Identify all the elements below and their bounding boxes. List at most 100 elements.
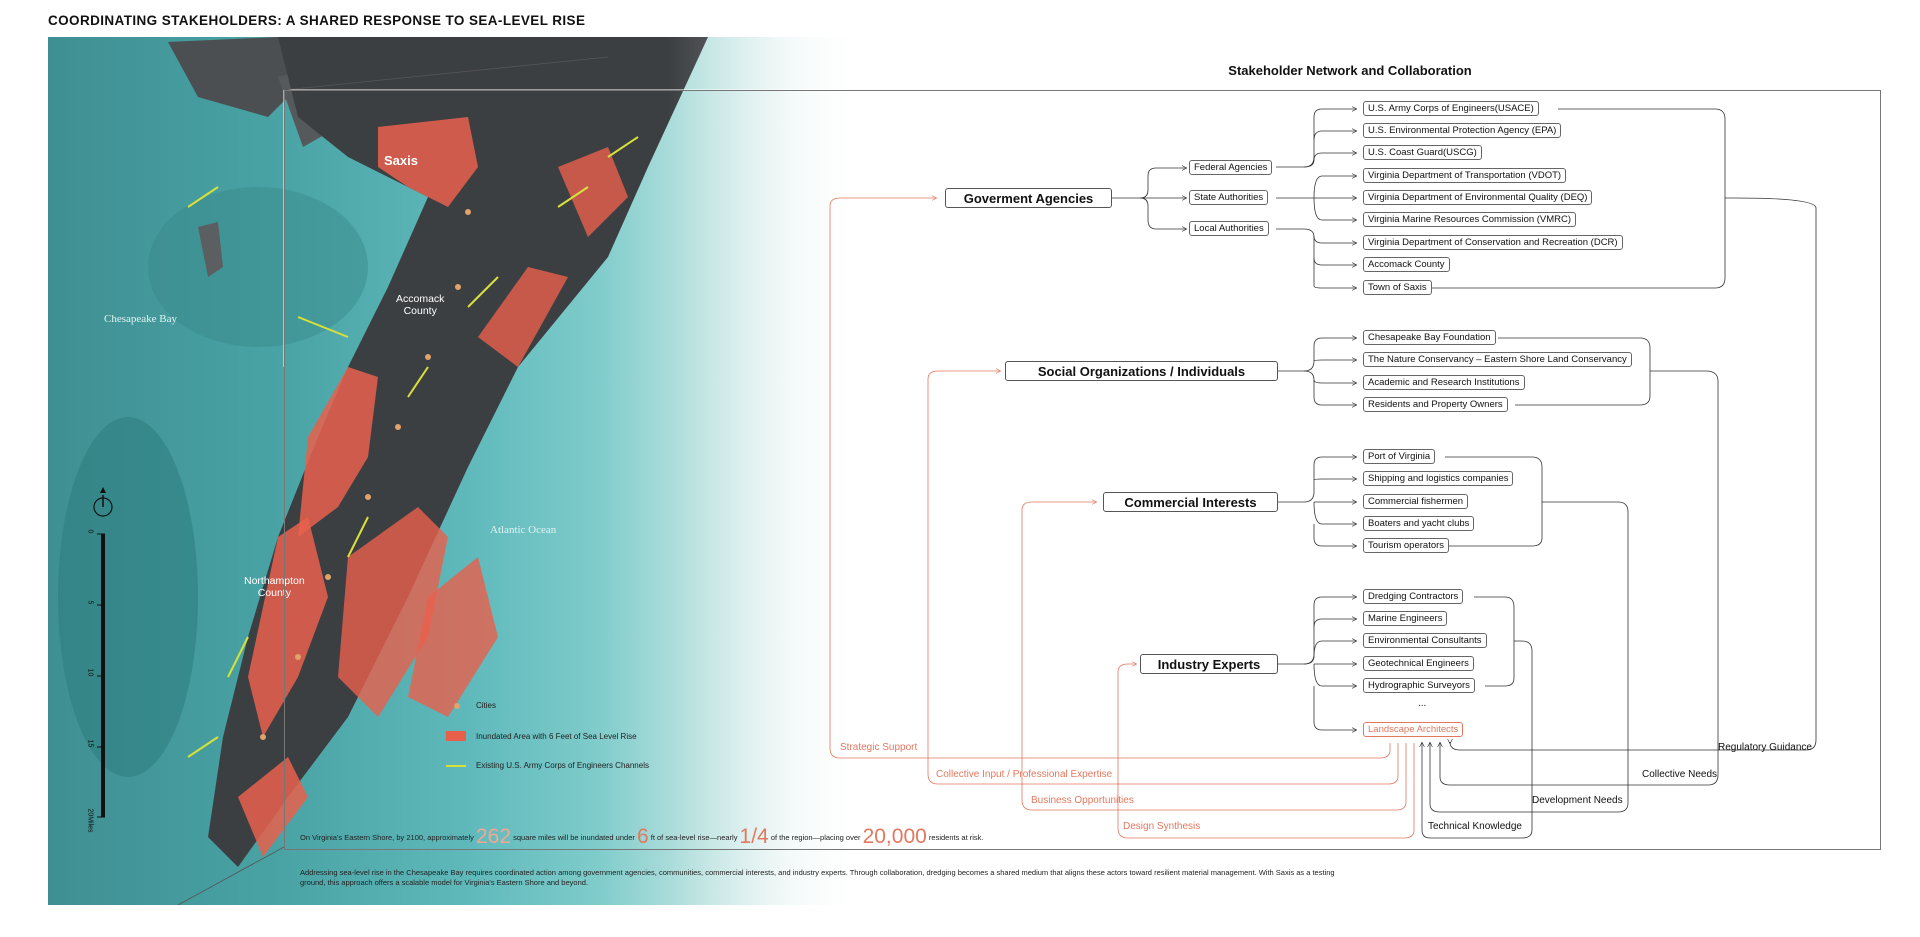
connector: [1313, 663, 1356, 686]
member-port-of-virginia[interactable]: Port of Virginia: [1363, 449, 1436, 464]
connector: [1303, 641, 1356, 665]
subgroup-local[interactable]: Local Authorities: [1189, 221, 1269, 236]
feedback-line: [829, 198, 1391, 759]
connector: [1313, 686, 1356, 730]
map-fade: [668, 37, 1048, 905]
inset-line: [177, 846, 285, 905]
stats-text: residents at risk.: [928, 833, 984, 842]
member-geotechnical-engineers[interactable]: Geotechnical Engineers: [1363, 656, 1474, 671]
member-marine-engineers[interactable]: Marine Engineers: [1363, 611, 1448, 626]
scale-bar: [97, 533, 105, 818]
connector: [1313, 380, 1356, 405]
member-hydrographic-surveyors[interactable]: Hydrographic Surveyors: [1363, 678, 1475, 693]
connector: [1278, 338, 1356, 372]
subgroup-federal[interactable]: Federal Agencies: [1189, 160, 1273, 175]
flow-business-opportunities: Business Opportunities: [1031, 795, 1134, 806]
island: [198, 222, 223, 277]
member-tourism[interactable]: Tourism operators: [1363, 538, 1450, 553]
connector: [1278, 597, 1356, 665]
legend-inundated: Inundated Area with 6 Feet of Sea Level …: [476, 732, 637, 741]
connector: [1112, 168, 1186, 199]
connector: [1276, 228, 1356, 288]
peninsula-land: [208, 37, 708, 867]
saxis-label: Saxis: [384, 153, 418, 168]
north-arrow-icon: [93, 487, 113, 517]
member-chesapeake-bay-foundation[interactable]: Chesapeake Bay Foundation: [1363, 330, 1496, 345]
inundated-area: [338, 507, 448, 717]
flow-strategic-support: Strategic Support: [840, 742, 918, 753]
legend-cities: Cities: [476, 701, 497, 710]
channel: [607, 136, 639, 158]
city-dot: [465, 209, 471, 215]
connector: [1303, 370, 1356, 383]
group-commercial[interactable]: Commercial Interests: [1103, 492, 1278, 512]
city-dot: [395, 424, 401, 430]
city-dot: [325, 574, 331, 580]
network-frame: [284, 90, 1881, 850]
connector: [1313, 176, 1356, 199]
island: [168, 37, 308, 117]
network-title: Stakeholder Network and Collaboration: [1228, 63, 1472, 78]
city-dot: [295, 654, 301, 660]
member-nature-conservancy[interactable]: The Nature Conservancy – Eastern Shore L…: [1363, 352, 1632, 367]
member-vdot[interactable]: Virginia Department of Transportation (V…: [1363, 168, 1567, 183]
member-academic-institutions[interactable]: Academic and Research Institutions: [1363, 375, 1525, 390]
group-industry[interactable]: Industry Experts: [1140, 654, 1278, 674]
inundated-area: [378, 117, 478, 207]
northampton-label: Northampton County: [244, 575, 305, 599]
connector: [1313, 197, 1356, 220]
connector: [1421, 640, 1533, 839]
channel: [407, 366, 429, 398]
connector: [1498, 337, 1651, 406]
inundated-area: [408, 557, 498, 717]
connector: [1449, 197, 1817, 751]
member-landscape-architects[interactable]: Landscape Architects: [1363, 722, 1464, 737]
sea-level-map: Saxis Accomack County Northampton County…: [48, 37, 1048, 905]
member-epa[interactable]: U.S. Environmental Protection Agency (EP…: [1363, 123, 1562, 138]
city-dot: [455, 284, 461, 290]
member-environmental-consultants[interactable]: Environmental Consultants: [1363, 633, 1487, 648]
legend-channel-icon: [446, 765, 466, 767]
member-boaters[interactable]: Boaters and yacht clubs: [1363, 516, 1475, 531]
page-title: COORDINATING STAKEHOLDERS: A SHARED RESP…: [48, 13, 586, 28]
channel: [227, 636, 249, 678]
group-social[interactable]: Social Organizations / Individuals: [1005, 361, 1278, 381]
member-commercial-fishermen[interactable]: Commercial fishermen: [1363, 494, 1469, 509]
city-dot: [365, 494, 371, 500]
member-usace[interactable]: U.S. Army Corps of Engineers(USACE): [1363, 101, 1539, 116]
feedback-line: [1021, 502, 1407, 811]
corps-channels: [187, 136, 639, 758]
member-vmrc[interactable]: Virginia Marine Resources Commission (VM…: [1363, 212, 1577, 227]
member-accomack-county[interactable]: Accomack County: [1363, 257, 1450, 272]
member-town-of-saxis[interactable]: Town of Saxis: [1363, 280, 1432, 295]
flow-design-synthesis: Design Synthesis: [1123, 821, 1201, 832]
city-dot: [260, 734, 266, 740]
channel: [467, 276, 499, 308]
flow-development-needs: Development Needs: [1532, 795, 1623, 806]
stats-text: square miles will be inundated under: [513, 833, 635, 842]
stats-text: On Virginia's Eastern Shore, by 2100, ap…: [300, 833, 474, 842]
member-deq[interactable]: Virginia Department of Environmental Qua…: [1363, 190, 1593, 205]
flow-collective-input: Collective Input / Professional Expertis…: [936, 769, 1113, 780]
subgroup-state[interactable]: State Authorities: [1189, 190, 1269, 205]
flow-regulatory-guidance: Regulatory Guidance: [1718, 742, 1812, 753]
inundation-stats: On Virginia's Eastern Shore, by 2100, ap…: [300, 825, 984, 849]
member-shipping-companies[interactable]: Shipping and logistics companies: [1363, 471, 1514, 486]
group-government[interactable]: Goverment Agencies: [945, 188, 1112, 208]
connector: [1303, 153, 1356, 168]
connector: [1313, 257, 1356, 265]
member-dredging-contractors[interactable]: Dredging Contractors: [1363, 589, 1464, 604]
member-dcr[interactable]: Virginia Department of Conservation and …: [1363, 235, 1623, 250]
connector: [1313, 524, 1356, 546]
stat-square-miles: 262: [475, 825, 512, 848]
stats-text: ft of sea-level rise—nearly: [650, 833, 738, 842]
connector: [1313, 360, 1356, 361]
connector: [1313, 501, 1356, 524]
member-uscg[interactable]: U.S. Coast Guard(USCG): [1363, 145, 1482, 160]
connector: [1313, 619, 1356, 628]
feedback-line: [1117, 664, 1415, 839]
legend-city-icon: [454, 703, 460, 709]
member-residents[interactable]: Residents and Property Owners: [1363, 397, 1508, 412]
city-dots: [260, 209, 471, 740]
